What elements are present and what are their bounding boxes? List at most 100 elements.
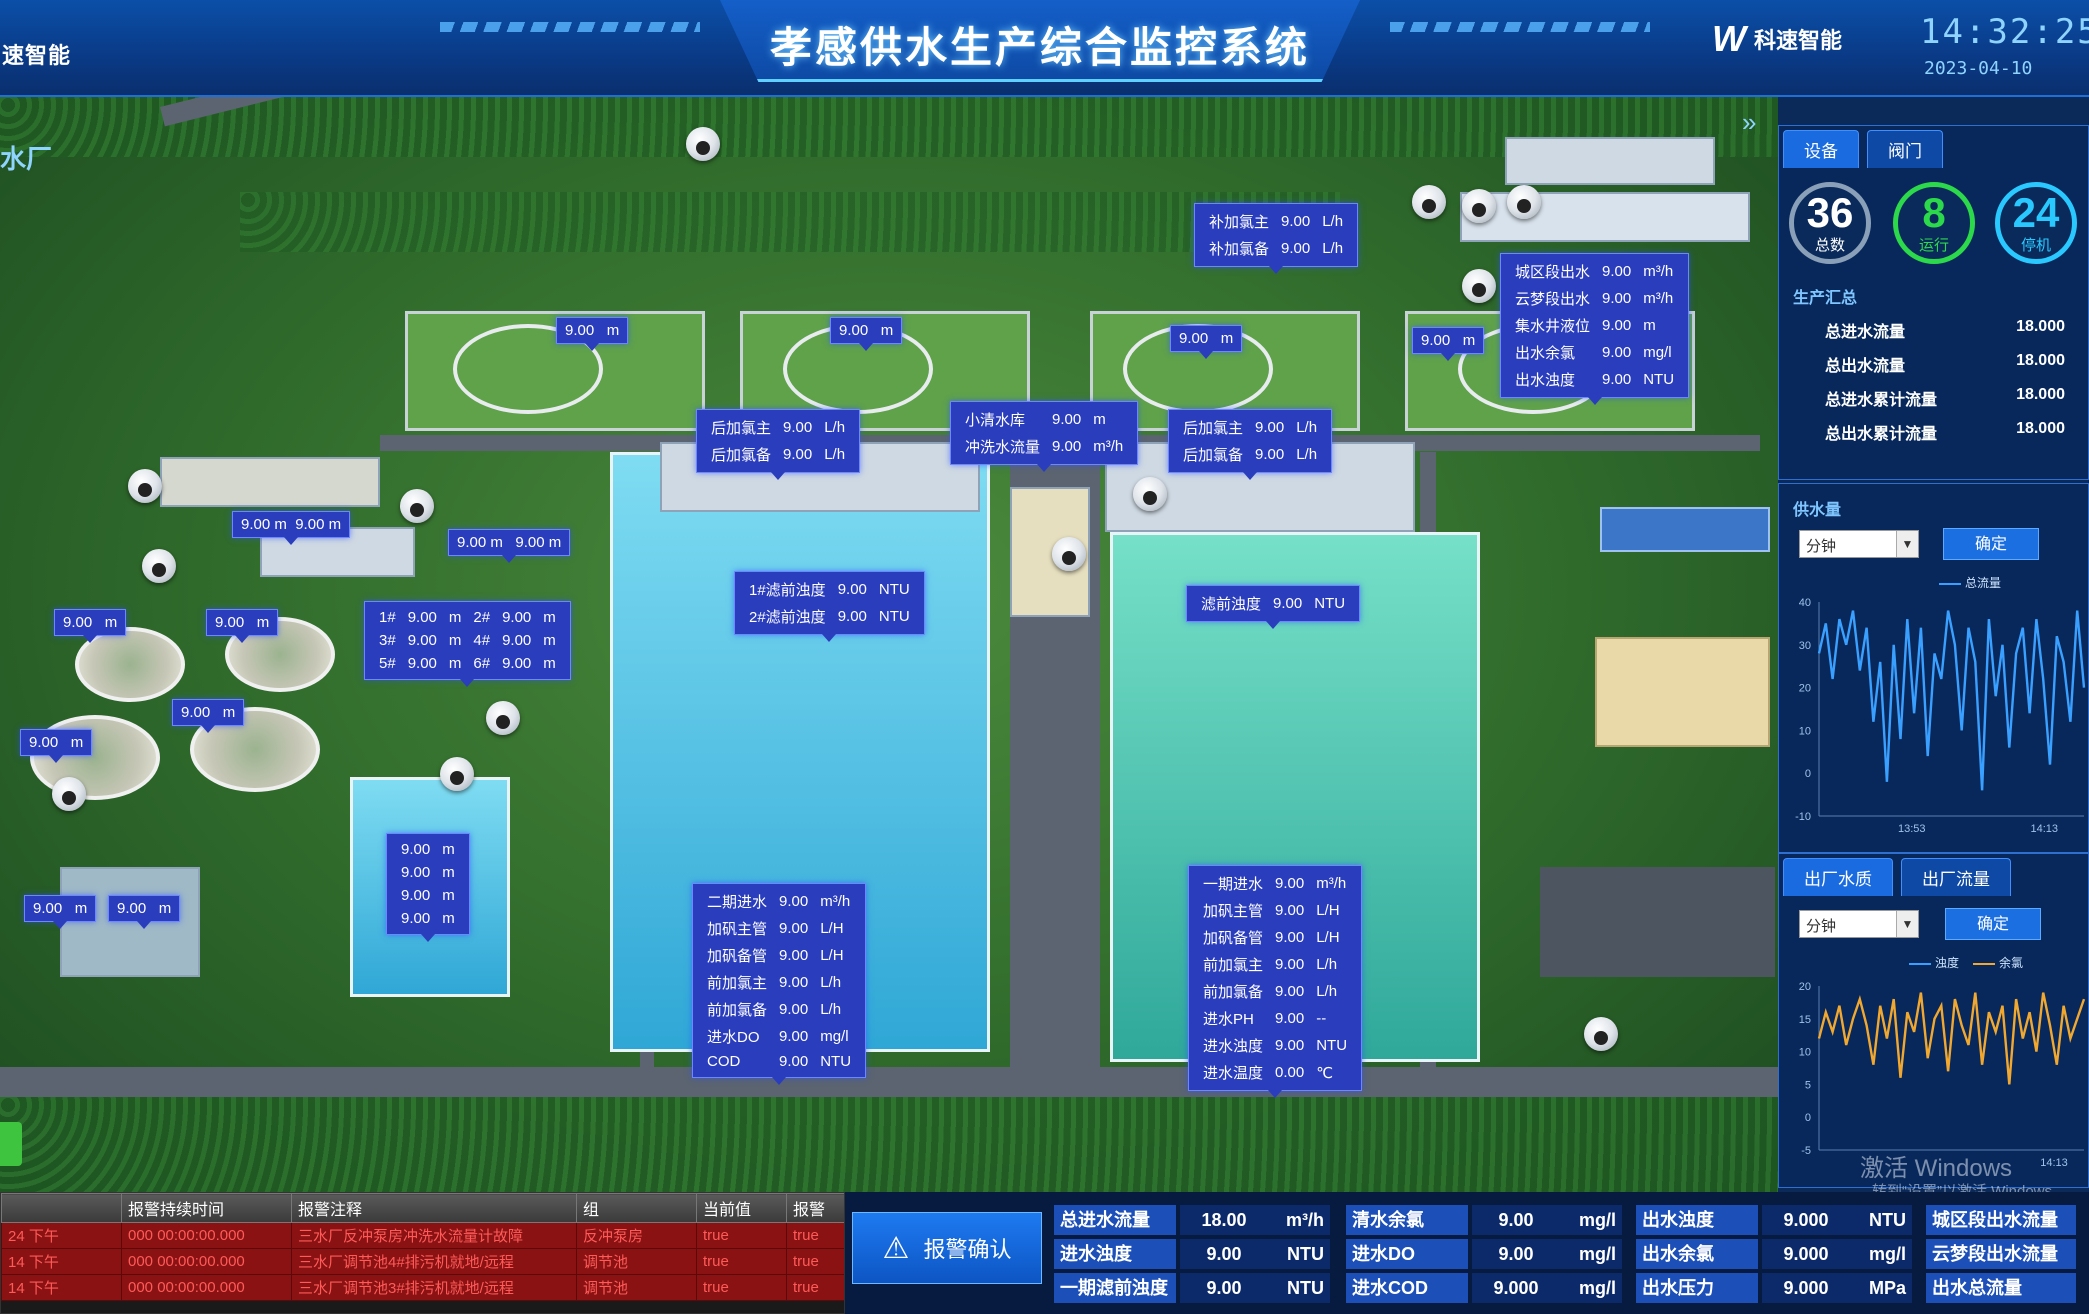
tag-tank-3[interactable]: 9.00 m — [172, 699, 245, 733]
alarm-cell: 000 00:00:00.000 — [121, 1248, 292, 1275]
tag-tank-4[interactable]: 9.00 m — [20, 729, 93, 763]
tab-outlet-quality[interactable]: 出厂水质 — [1783, 858, 1893, 896]
tag-key: 后加氯备 — [1183, 447, 1244, 464]
camera-icon[interactable] — [400, 489, 434, 523]
camera-icon[interactable] — [52, 777, 86, 811]
side-toggle-button[interactable] — [0, 1122, 22, 1166]
tag-tank-2[interactable]: 9.00 m — [206, 609, 279, 643]
tag-unit: m — [256, 614, 270, 631]
camera-icon[interactable] — [1584, 1017, 1618, 1051]
select-value: 分钟 — [1806, 538, 1837, 555]
y-tick-label: 0 — [1805, 768, 1811, 780]
tag-unit: L/H — [820, 947, 844, 964]
tag-key: 二期进水 — [707, 894, 768, 911]
camera-icon[interactable] — [686, 127, 720, 161]
header-decoration-left — [440, 22, 700, 32]
tag-value: 9.00 — [1602, 344, 1632, 361]
camera-icon[interactable] — [486, 701, 520, 735]
camera-icon[interactable] — [1462, 189, 1496, 223]
camera-icon[interactable] — [1507, 185, 1541, 219]
alarm-col-header[interactable]: 报警注释 — [291, 1193, 577, 1223]
camera-icon[interactable] — [440, 757, 474, 791]
tag-level-building[interactable]: 9.00 m 9.00 m — [232, 511, 351, 545]
tag-unit: m — [104, 614, 118, 631]
tag-key: 后加氯主 — [711, 420, 772, 437]
tag-value: 9.00 — [1052, 438, 1082, 455]
tag-level-b[interactable]: 9.00 m — [830, 317, 903, 351]
quality-interval-select[interactable]: 分钟▼ — [1799, 910, 1919, 938]
building-top-right-2 — [1460, 192, 1750, 242]
tag-level-pair[interactable]: 9.00 m 9.00 m — [448, 529, 571, 563]
tag-basin-1[interactable]: 9.00 m — [24, 895, 97, 929]
alarm-cell: 调节池 — [576, 1248, 697, 1275]
alarm-col-header[interactable] — [1, 1193, 122, 1223]
tag-unit: L/H — [1316, 902, 1340, 919]
tag-key: 前加氯备 — [707, 1002, 768, 1019]
tag-level-a[interactable]: 9.00 m — [556, 317, 629, 351]
kpi-unit: NTU — [1268, 1273, 1330, 1303]
tab-valves[interactable]: 阀门 — [1867, 130, 1943, 168]
tag-key: 城区段出水 — [1515, 264, 1591, 281]
expand-panel-icon[interactable]: » — [1742, 107, 1757, 137]
tag-unit: L/h — [1296, 419, 1318, 436]
y-tick-label: 0 — [1805, 1112, 1811, 1124]
alarm-col-header[interactable]: 组 — [576, 1193, 697, 1223]
tag-key: 出水余氯 — [1515, 345, 1576, 362]
camera-icon[interactable] — [142, 549, 176, 583]
tag-level-c[interactable]: 9.00 m — [1170, 325, 1243, 359]
supply-interval-select[interactable]: 分钟▼ — [1799, 530, 1919, 558]
camera-icon[interactable] — [1462, 269, 1496, 303]
alarm-cell: true — [786, 1248, 844, 1275]
tag-unit: m — [543, 655, 556, 672]
tag-basin-2[interactable]: 9.00 m — [108, 895, 181, 929]
supply-confirm-button[interactable]: 确定 — [1943, 528, 2039, 560]
alarm-col-header[interactable]: 当前值 — [696, 1193, 787, 1223]
quality-confirm-button[interactable]: 确定 — [1945, 908, 2041, 940]
stat-running: 8 运行 — [1893, 182, 1975, 264]
camera-icon[interactable] — [1052, 537, 1086, 571]
y-tick-label: 10 — [1799, 1047, 1811, 1059]
alarm-col-header[interactable]: 报警持续时间 — [121, 1193, 292, 1223]
summary-label: 总出水累计流量 — [1825, 426, 1938, 443]
summary-title: 生产汇总 — [1793, 290, 1858, 307]
tag-value: 9.00 — [29, 734, 59, 751]
tag-unit: -- — [1316, 1010, 1327, 1027]
tab-equipment[interactable]: 设备 — [1783, 130, 1859, 168]
legend-swatch — [1909, 962, 1931, 965]
tag-unit: m³/h — [1316, 875, 1347, 892]
tag-key: 前加氯主 — [707, 975, 768, 992]
camera-icon[interactable] — [1133, 477, 1167, 511]
camera-icon[interactable] — [1412, 185, 1446, 219]
tab-outlet-flow[interactable]: 出厂流量 — [1901, 858, 2011, 896]
camera-icon[interactable] — [128, 469, 162, 503]
tag-unit: NTU — [1314, 595, 1346, 612]
alarm-confirm-button[interactable]: ⚠ 报警确认 — [852, 1212, 1042, 1284]
alarm-col-header[interactable]: 报警 — [786, 1193, 844, 1223]
tree-band-mid — [240, 192, 1340, 252]
tag-tank-1[interactable]: 9.00 m — [54, 609, 127, 643]
tag-value: 9.00 — [401, 887, 431, 904]
building-right-1 — [1600, 507, 1770, 552]
tag-level-d[interactable]: 9.00 m — [1412, 327, 1485, 361]
kpi-label: 进水浊度 — [1054, 1239, 1176, 1269]
